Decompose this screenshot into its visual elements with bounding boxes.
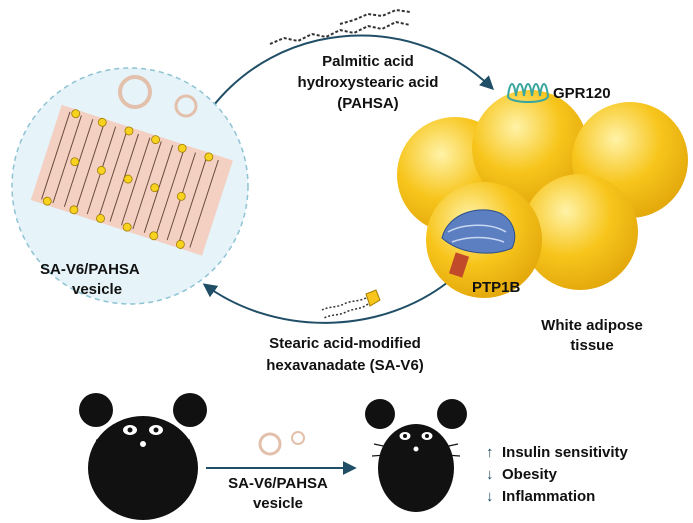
pahsa-label-line1: Palmitic acid — [322, 53, 414, 70]
wat-label-line2: tissue — [570, 337, 613, 354]
vesicle-zoom-circle — [11, 67, 249, 305]
ptp1b-protein-icon — [441, 209, 516, 278]
gpr120-label: GPR120 — [553, 85, 611, 102]
effect-insulin: ↑ Insulin sensitivity — [486, 441, 686, 463]
arrow-up-icon: ↑ — [486, 443, 494, 461]
effect-inflammation: ↓ Inflammation — [486, 485, 686, 507]
effect-label: Inflammation — [502, 487, 596, 505]
obese-mouse-icon — [79, 393, 207, 520]
effect-label: Insulin sensitivity — [502, 443, 628, 461]
effects-list: ↑ Insulin sensitivity ↓ Obesity ↓ Inflam… — [486, 441, 686, 507]
wat-label-line1: White adipose — [541, 317, 643, 334]
arrow-down-icon: ↓ — [486, 487, 494, 505]
small-vesicle-icon — [174, 94, 198, 118]
adipocyte-cell — [522, 174, 638, 290]
pahsa-label-line2: hydroxystearic acid — [298, 74, 439, 91]
cycle-arrow-bottom — [202, 281, 449, 324]
adipocyte-cell — [472, 90, 588, 206]
effect-obesity: ↓ Obesity — [486, 463, 686, 485]
sav6-molecule-icon — [321, 289, 381, 319]
adipocyte-cluster — [397, 90, 688, 298]
pahsa-molecule-icon — [269, 8, 411, 45]
lean-mouse-icon — [365, 399, 467, 512]
ptp1b-label: PTP1B — [472, 279, 521, 296]
vesicle-label-line2: vesicle — [72, 281, 122, 298]
gpr120-receptor-icon — [507, 83, 549, 103]
small-vesicle-icon — [118, 75, 152, 109]
vesicle-label-line1: SA-V6/PAHSA — [40, 261, 140, 278]
pahsa-label-line3: (PAHSA) — [337, 95, 398, 112]
arrow-down-icon: ↓ — [486, 465, 494, 483]
treatment-label-line2: vesicle — [253, 495, 303, 512]
sav6-label-line2: hexavanadate (SA-V6) — [266, 357, 424, 374]
sav6-label-line1: Stearic acid-modified — [269, 335, 421, 352]
treatment-label-line1: SA-V6/PAHSA — [228, 475, 328, 492]
effect-label: Obesity — [502, 465, 558, 483]
membrane-bilayer — [30, 104, 233, 256]
treatment-vesicles-icon — [258, 431, 305, 456]
